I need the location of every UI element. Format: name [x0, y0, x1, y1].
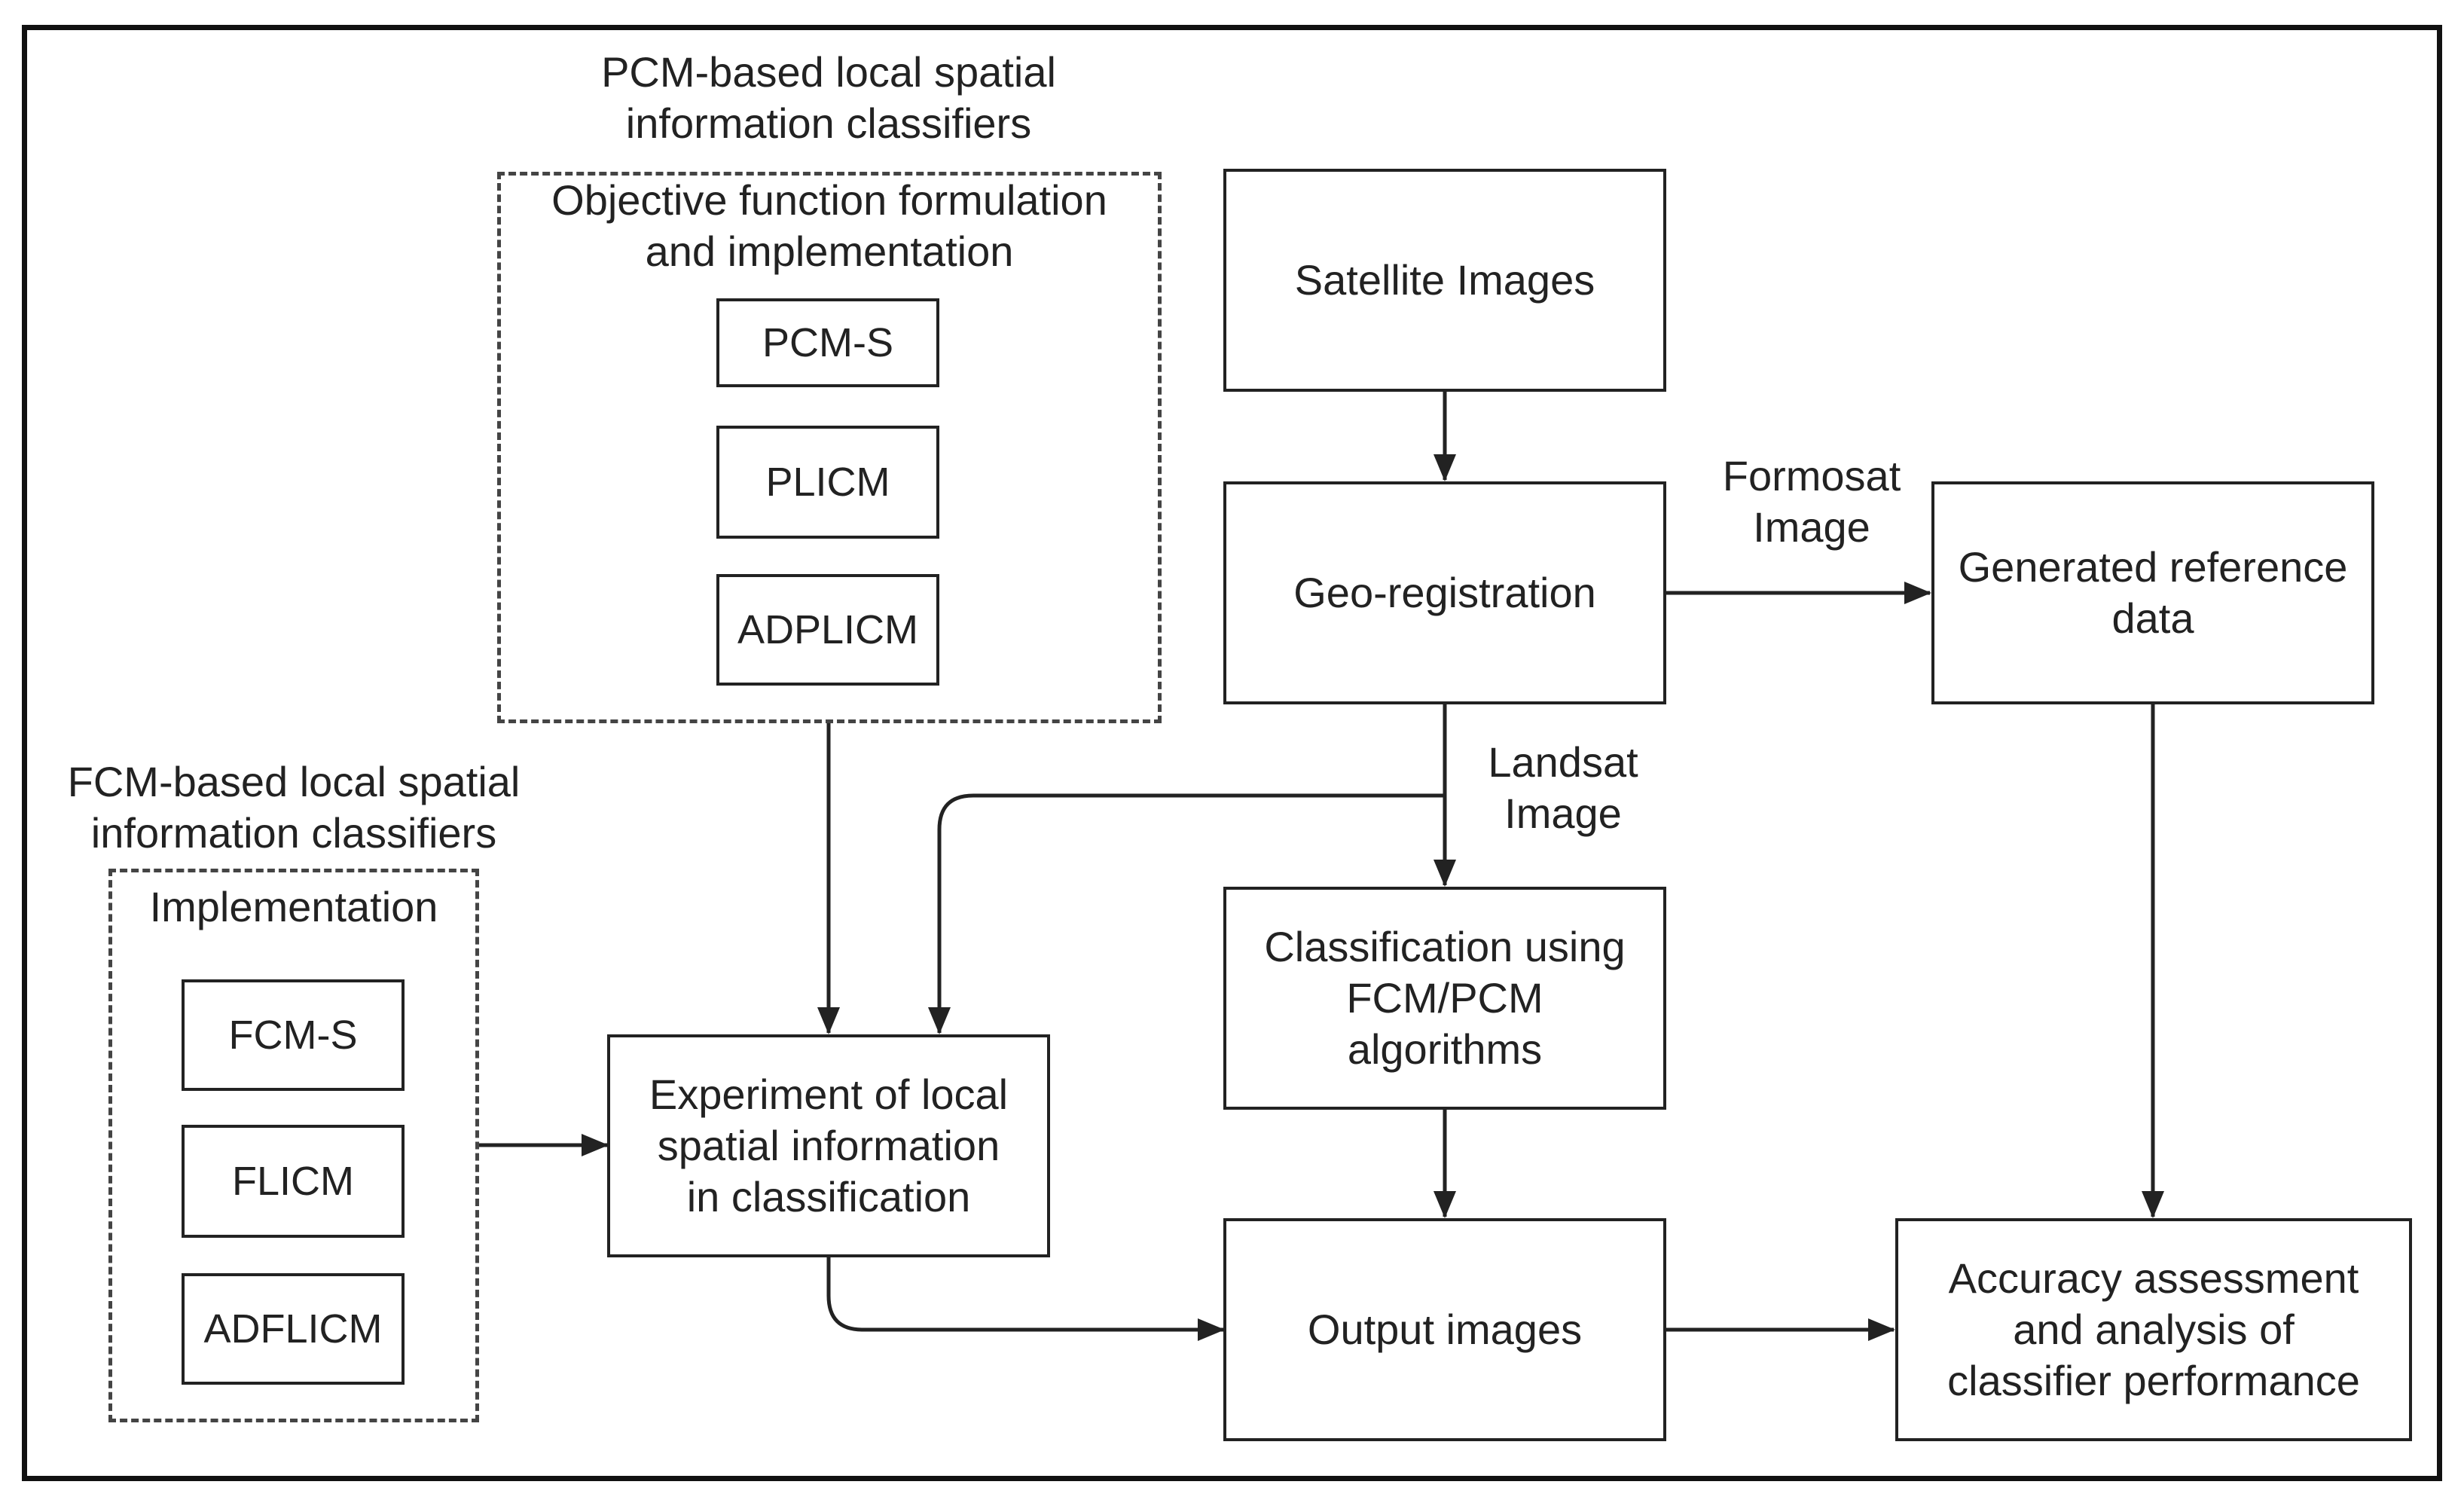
geo-registration-label: Geo-registration — [1293, 569, 1596, 616]
fcm-group-container — [108, 869, 479, 1422]
generated-reference-node: Generated reference data — [1931, 481, 2374, 704]
experiment-line-1: Experiment of local — [649, 1071, 1009, 1118]
accuracy-assessment-node: Accuracy assessment and analysis of clas… — [1895, 1218, 2412, 1441]
pcm-group-heading: PCM-based local spatial information clas… — [482, 47, 1175, 149]
fcm-group-heading: FCM-based local spatial information clas… — [15, 756, 572, 859]
pcm-heading-line-1: PCM-based local spatial — [601, 48, 1056, 96]
satellite-images-node: Satellite Images — [1223, 169, 1666, 392]
fcm-heading-line-1: FCM-based local spatial — [67, 758, 521, 805]
experiment-line-3: in classification — [686, 1173, 971, 1220]
generated-reference-line-1: Generated reference — [1958, 543, 2348, 591]
classification-line-1: Classification using — [1264, 923, 1626, 970]
fcm-s-label: FCM-S — [228, 1013, 358, 1058]
adflicm-box: ADFLICM — [182, 1273, 405, 1385]
accuracy-line-3: classifier performance — [1947, 1357, 2360, 1404]
fcm-heading-line-2: information classifiers — [90, 809, 497, 857]
experiment-line-2: spatial information — [657, 1122, 1000, 1169]
plicm-label: PLICM — [765, 460, 890, 505]
formosat-edge-label: Formosat Image — [1680, 451, 1943, 553]
adplicm-label: ADPLICM — [737, 607, 919, 652]
pcm-s-label: PCM-S — [762, 320, 893, 365]
landsat-line-2: Image — [1504, 790, 1622, 837]
classification-line-3: algorithms — [1347, 1025, 1543, 1073]
classification-node: Classification using FCM/PCM algorithms — [1223, 887, 1666, 1110]
output-images-node: Output images — [1223, 1218, 1666, 1441]
arrow-landsat-to-experiment — [928, 793, 1445, 1034]
classification-line-2: FCM/PCM — [1346, 974, 1543, 1022]
pcm-inner-title-line-1: Objective function formulation — [551, 176, 1107, 224]
pcm-s-box: PCM-S — [716, 298, 939, 387]
output-images-label: Output images — [1307, 1306, 1583, 1353]
adplicm-box: ADPLICM — [716, 574, 939, 686]
flicm-label: FLICM — [232, 1159, 354, 1204]
landsat-edge-label: Landsat Image — [1454, 737, 1672, 839]
experiment-node: Experiment of local spatial information … — [607, 1034, 1050, 1257]
pcm-inner-title-line-2: and implementation — [645, 228, 1014, 275]
formosat-line-1: Formosat — [1722, 452, 1901, 499]
landsat-line-1: Landsat — [1488, 738, 1638, 786]
pcm-inner-title: Objective function formulation and imple… — [497, 175, 1162, 277]
fcm-inner-title: Implementation — [149, 883, 438, 930]
fcm-s-box: FCM-S — [182, 979, 405, 1091]
accuracy-line-2: and analysis of — [2013, 1306, 2295, 1353]
plicm-box: PLICM — [716, 426, 939, 539]
arrow-experiment-to-output — [826, 1257, 1225, 1341]
pcm-group-container — [497, 172, 1162, 723]
formosat-line-2: Image — [1753, 503, 1870, 551]
pcm-heading-line-2: information classifiers — [625, 99, 1032, 147]
adflicm-label: ADFLICM — [203, 1306, 383, 1352]
satellite-images-label: Satellite Images — [1294, 256, 1595, 304]
geo-registration-node: Geo-registration — [1223, 481, 1666, 704]
diagram-frame — [22, 25, 2442, 1481]
generated-reference-line-2: data — [2111, 594, 2194, 642]
accuracy-line-1: Accuracy assessment — [1948, 1254, 2359, 1302]
flicm-box: FLICM — [182, 1125, 405, 1238]
